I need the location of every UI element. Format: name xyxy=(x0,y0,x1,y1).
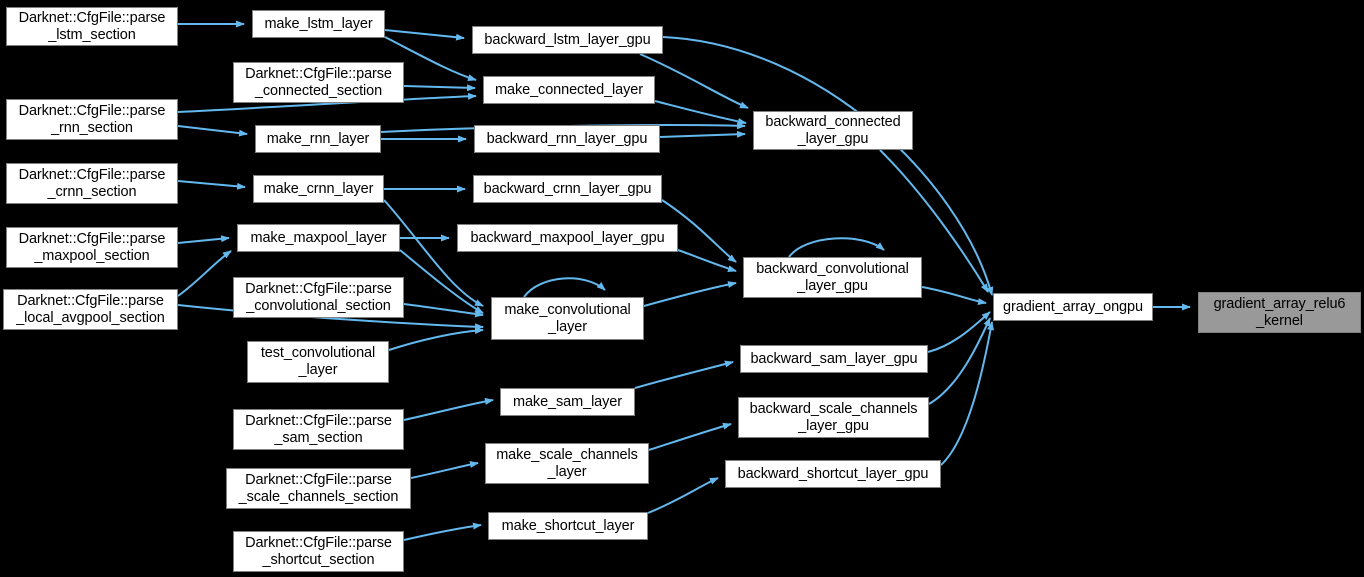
edge-make_convolutional_layer-to-backward_convolutional_layer_gpu xyxy=(643,281,737,307)
edge-backward_convolutional_layer_gpu-to-backward_convolutional_layer_gpu xyxy=(788,237,885,258)
edge-make_sam_layer-to-backward_sam_layer_gpu xyxy=(634,360,734,389)
node-make_maxpool_layer[interactable]: make_maxpool_layer xyxy=(237,224,400,252)
edge-test_convolutional_layer-to-make_convolutional_layer xyxy=(388,327,484,351)
node-backward_rnn_layer_gpu[interactable]: backward_rnn_layer_gpu xyxy=(474,125,660,153)
node-make_rnn_layer[interactable]: make_rnn_layer xyxy=(255,125,381,153)
node-parse_scale_channels_section[interactable]: Darknet::CfgFile::parse _scale_channels_… xyxy=(226,468,411,509)
node-parse_local_avgpool_section[interactable]: Darknet::CfgFile::parse _local_avgpool_s… xyxy=(3,289,178,330)
node-make_convolutional_layer[interactable]: make_convolutional _layer xyxy=(491,297,644,340)
node-backward_scale_channels_layer_gpu[interactable]: backward_scale_channels _layer_gpu xyxy=(738,397,929,438)
node-backward_maxpool_layer_gpu[interactable]: backward_maxpool_layer_gpu xyxy=(457,224,678,252)
node-make_shortcut_layer[interactable]: make_shortcut_layer xyxy=(488,512,648,540)
node-test_convolutional_layer[interactable]: test_convolutional _layer xyxy=(247,341,389,383)
edge-parse_convolutional_section-to-make_convolutional_layer xyxy=(403,303,484,318)
node-backward_connected_layer_gpu[interactable]: backward_connected _layer_gpu xyxy=(753,111,913,150)
node-backward_convolutional_layer_gpu[interactable]: backward_convolutional _layer_gpu xyxy=(743,257,922,298)
node-backward_crnn_layer_gpu[interactable]: backward_crnn_layer_gpu xyxy=(473,175,662,203)
node-parse_maxpool_section[interactable]: Darknet::CfgFile::parse _maxpool_section xyxy=(6,227,178,268)
edge-parse_crnn_section-to-make_crnn_layer xyxy=(177,180,246,190)
edge-make_shortcut_layer-to-backward_shortcut_layer_gpu xyxy=(647,477,719,514)
node-parse_sam_section[interactable]: Darknet::CfgFile::parse _sam_section xyxy=(233,409,404,450)
edge-parse_connected_section-to-make_connected_layer xyxy=(403,84,476,92)
edge-parse_shortcut_section-to-make_shortcut_layer xyxy=(403,522,482,541)
edge-make_convolutional_layer-to-make_convolutional_layer xyxy=(523,277,606,298)
edge-make_lstm_layer-to-backward_lstm_layer_gpu xyxy=(384,29,465,41)
node-parse_rnn_section[interactable]: Darknet::CfgFile::parse _rnn_section xyxy=(6,99,178,140)
node-make_scale_channels_layer[interactable]: make_scale_channels _layer xyxy=(485,443,649,484)
node-backward_lstm_layer_gpu[interactable]: backward_lstm_layer_gpu xyxy=(472,26,663,54)
node-gradient_array_relu6_kernel[interactable]: gradient_array_relu6 _kernel xyxy=(1198,292,1361,333)
node-backward_shortcut_layer_gpu[interactable]: backward_shortcut_layer_gpu xyxy=(725,460,941,488)
edge-parse_local_avgpool_section-to-make_maxpool_layer xyxy=(177,250,232,297)
node-make_crnn_layer[interactable]: make_crnn_layer xyxy=(253,175,384,203)
node-make_sam_layer[interactable]: make_sam_layer xyxy=(500,388,635,416)
edge-make_connected_layer-to-backward_connected_layer_gpu xyxy=(654,100,747,125)
edge-backward_convolutional_layer_gpu-to-gradient_array_ongpu xyxy=(921,286,987,305)
edge-backward_scale_channels_layer_gpu-to-gradient_array_ongpu xyxy=(928,317,991,405)
edge-parse_maxpool_section-to-make_maxpool_layer xyxy=(177,235,230,244)
edge-backward_maxpool_layer_gpu-to-backward_convolutional_layer_gpu xyxy=(677,249,737,272)
node-parse_connected_section[interactable]: Darknet::CfgFile::parse _connected_secti… xyxy=(233,62,404,103)
node-parse_lstm_section[interactable]: Darknet::CfgFile::parse _lstm_section xyxy=(6,7,178,46)
edge-backward_lstm_layer_gpu-to-backward_connected_layer_gpu xyxy=(639,53,749,109)
edge-parse_rnn_section-to-make_rnn_layer xyxy=(177,125,248,137)
node-parse_crnn_section[interactable]: Darknet::CfgFile::parse _crnn_section xyxy=(6,163,178,204)
node-parse_shortcut_section[interactable]: Darknet::CfgFile::parse _shortcut_sectio… xyxy=(233,531,404,572)
node-gradient_array_ongpu[interactable]: gradient_array_ongpu xyxy=(993,293,1153,321)
node-backward_sam_layer_gpu[interactable]: backward_sam_layer_gpu xyxy=(740,345,928,373)
edge-parse_scale_channels_section-to-make_scale_channels_layer xyxy=(410,461,479,479)
edge-backward_shortcut_layer_gpu-to-gradient_array_ongpu xyxy=(940,321,994,466)
edge-make_scale_channels_layer-to-backward_scale_channels_layer_gpu xyxy=(648,422,732,451)
edge-make_maxpool_layer-to-make_convolutional_layer xyxy=(399,249,484,314)
node-make_lstm_layer[interactable]: make_lstm_layer xyxy=(252,10,385,38)
edge-backward_rnn_layer_gpu-to-backward_connected_layer_gpu xyxy=(659,130,746,138)
edge-backward_sam_layer_gpu-to-gradient_array_ongpu xyxy=(927,311,991,353)
edge-parse_sam_section-to-make_sam_layer xyxy=(403,397,494,421)
node-make_connected_layer[interactable]: make_connected_layer xyxy=(483,76,655,104)
node-parse_convolutional_section[interactable]: Darknet::CfgFile::parse _convolutional_s… xyxy=(233,277,404,318)
